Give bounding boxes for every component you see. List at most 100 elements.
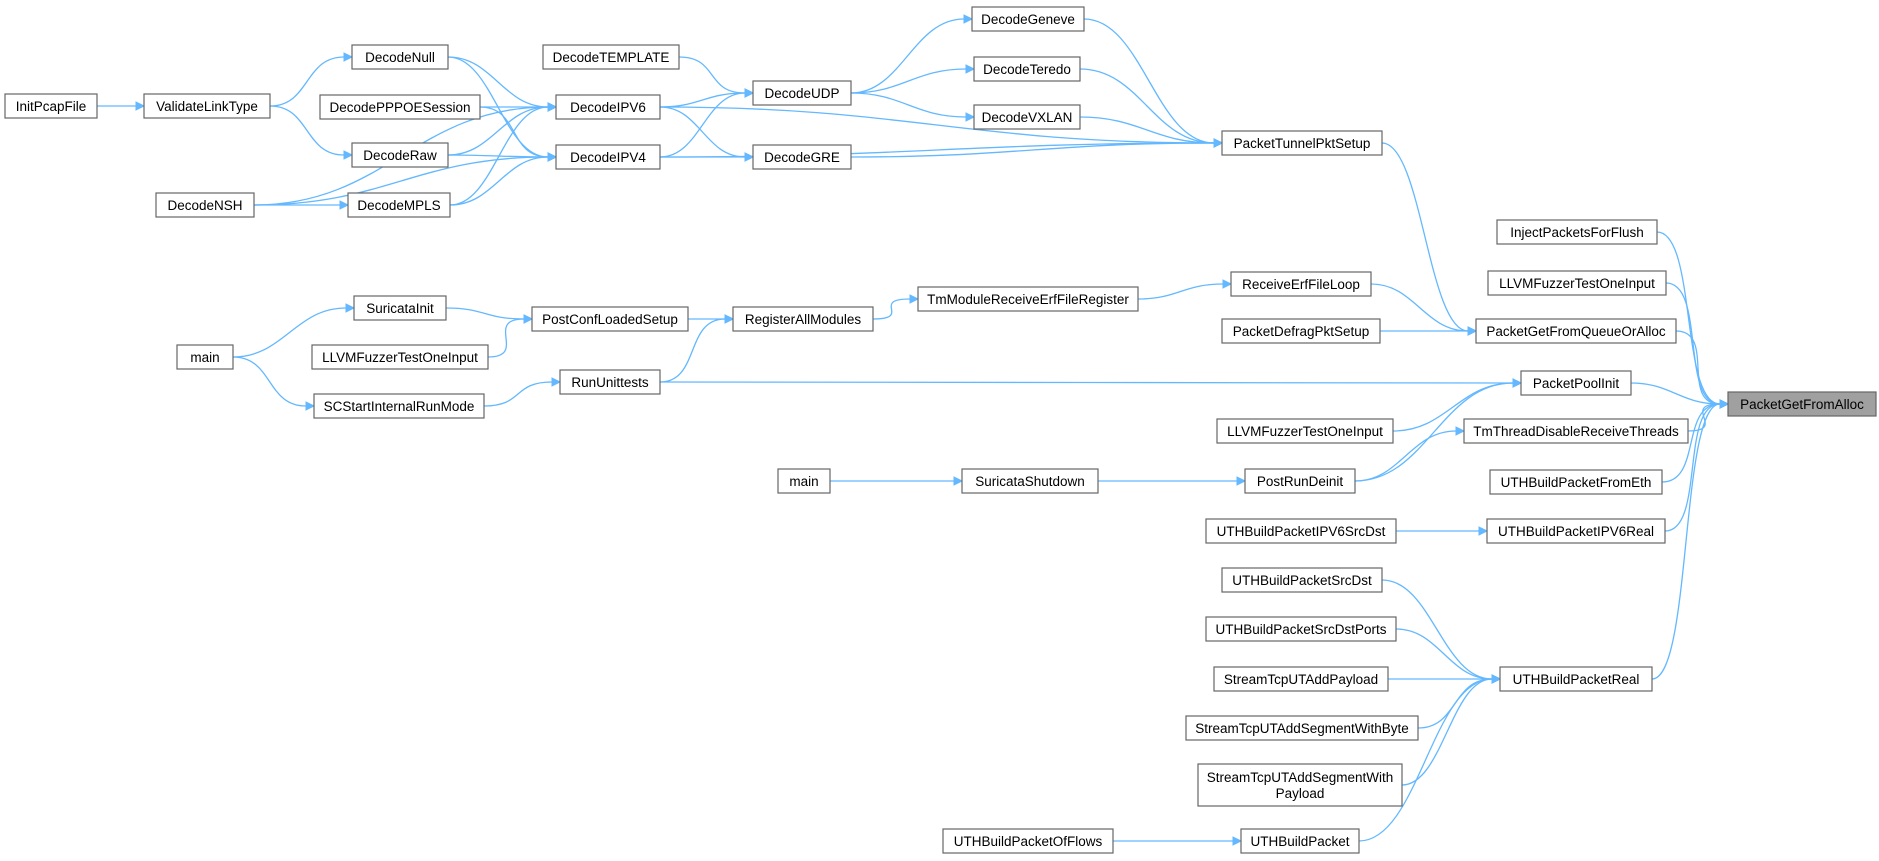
- edge-line: [1083, 18, 1215, 144]
- node-label: PacketTunnelPktSetup: [1234, 136, 1371, 151]
- node-llvmfuzzertestoneinput-b[interactable]: LLVMFuzzerTestOneInput: [311, 344, 489, 370]
- node-label: TmModuleReceiveErfFileRegister: [927, 292, 1129, 307]
- node-decodevxlan[interactable]: DecodeVXLAN: [973, 104, 1081, 130]
- arrowhead: [1236, 476, 1247, 486]
- node-decodempls[interactable]: DecodeMPLS: [347, 192, 451, 218]
- node-uthbuildpacketsrcdstports[interactable]: UTHBuildPacketSrcDstPorts: [1205, 616, 1397, 642]
- node-uthbuildpacketreal[interactable]: UTHBuildPacketReal: [1499, 666, 1653, 692]
- edge-line: [659, 318, 726, 383]
- edge-decodeudp-to-decodegeneve: [850, 14, 974, 94]
- node-label: StreamTcpUTAddPayload: [1224, 672, 1378, 687]
- node-suricatashutdown[interactable]: SuricataShutdown: [961, 468, 1099, 494]
- arrowhead: [305, 401, 316, 411]
- node-box: [973, 56, 1081, 82]
- node-label: DecodeNull: [365, 50, 435, 65]
- node-decodeteredo[interactable]: DecodeTeredo: [973, 56, 1081, 82]
- node-uthbuildpacketsrcdst[interactable]: UTHBuildPacketSrcDst: [1221, 567, 1383, 593]
- arrowhead: [1213, 138, 1224, 148]
- node-main-b[interactable]: main: [777, 468, 831, 494]
- edge-receiveerffileloop-to-packetgetfromqueueoralloc: [1370, 283, 1478, 336]
- node-decodetemplate[interactable]: DecodeTEMPLATE: [542, 44, 680, 70]
- node-decodeipv4[interactable]: DecodeIPV4: [555, 144, 661, 170]
- edge-packetdefragpktsetup-to-packetgetfromqueueoralloc: [1380, 326, 1478, 336]
- node-label: UTHBuildPacketIPV6Real: [1498, 524, 1654, 539]
- edge-line: [872, 298, 911, 320]
- node-packetdefragpktsetup[interactable]: PacketDefragPktSetup: [1221, 318, 1381, 344]
- edge-scstartinternalrunmode-to-rununittests: [483, 377, 562, 407]
- edge-decodetemplate-to-decodeudp: [678, 56, 755, 98]
- arrowhead: [1512, 378, 1523, 388]
- node-decodegre[interactable]: DecodeGRE: [752, 144, 852, 170]
- node-streamtcputaddpayload[interactable]: StreamTcpUTAddPayload: [1213, 666, 1389, 692]
- node-box: [973, 104, 1081, 130]
- arrowhead: [343, 150, 354, 160]
- node-box: [155, 192, 255, 218]
- edge-line: [1381, 142, 1469, 332]
- edge-line: [1079, 68, 1215, 144]
- node-packettunnelpktsetup[interactable]: PacketTunnelPktSetup: [1221, 130, 1383, 156]
- node-decodegeneve[interactable]: DecodeGeneve: [971, 6, 1085, 32]
- edge-suricatashutdown-to-postrundeinit: [1098, 476, 1247, 486]
- node-injectpacketsforflush[interactable]: InjectPacketsForFlush: [1496, 219, 1658, 245]
- edge-packettunnelpktsetup-to-packetgetfromqueueoralloc: [1381, 142, 1478, 336]
- node-label: UTHBuildPacketOfFlows: [954, 834, 1103, 849]
- node-uthbuildpacket[interactable]: UTHBuildPacket: [1240, 828, 1360, 854]
- node-box: [1486, 518, 1666, 544]
- node-postrundeinit[interactable]: PostRunDeinit: [1244, 468, 1356, 494]
- node-label: UTHBuildPacketReal: [1513, 672, 1640, 687]
- edge-decodeudp-to-decodevxlan: [850, 92, 976, 122]
- edge-initpcapfile-to-validatelinktype: [97, 101, 146, 111]
- arrowhead: [953, 476, 964, 486]
- node-postconfloadedsetup[interactable]: PostConfLoadedSetup: [531, 306, 689, 332]
- node-packetpoolinit[interactable]: PacketPoolInit: [1520, 370, 1632, 396]
- edge-decodempls-to-decodeipv4: [449, 152, 558, 206]
- node-streamtcputaddsegmentwithbyte[interactable]: StreamTcpUTAddSegmentWithByte: [1185, 715, 1419, 741]
- node-main-a[interactable]: main: [176, 344, 234, 370]
- node-uthbuildpacketipv6real[interactable]: UTHBuildPacketIPV6Real: [1486, 518, 1666, 544]
- node-llvmfuzzertestoneinput-c[interactable]: LLVMFuzzerTestOneInput: [1216, 418, 1394, 444]
- node-box: [752, 80, 852, 106]
- node-box: [555, 144, 661, 170]
- node-uthbuildpacketipv6srcdst[interactable]: UTHBuildPacketIPV6SrcDst: [1205, 518, 1397, 544]
- node-box: [143, 93, 271, 119]
- node-validatelinktype[interactable]: ValidateLinkType: [143, 93, 271, 119]
- node-box: [1205, 616, 1397, 642]
- node-tmmodulereceiveerffileregister[interactable]: TmModuleReceiveErfFileRegister: [917, 286, 1139, 312]
- node-rununittests[interactable]: RunUnittests: [559, 369, 661, 395]
- node-scstartinternalrunmode[interactable]: SCStartInternalRunMode: [313, 393, 485, 419]
- node-decodeudp[interactable]: DecodeUDP: [752, 80, 852, 106]
- node-box: [942, 828, 1114, 854]
- node-box: [1496, 219, 1658, 245]
- node-box: [1197, 763, 1403, 807]
- edge-rununittests-to-registerallmodules: [659, 314, 735, 383]
- node-uthbuildpacketofflows[interactable]: UTHBuildPacketOfFlows: [942, 828, 1114, 854]
- node-uthbuildpacketfrometh[interactable]: UTHBuildPacketFromEth: [1489, 469, 1663, 495]
- node-box: [732, 306, 874, 332]
- node-receiveerffileloop[interactable]: ReceiveErfFileLoop: [1230, 271, 1372, 297]
- node-decodeipv6[interactable]: DecodeIPV6: [555, 94, 661, 120]
- edge-line: [1079, 116, 1215, 144]
- node-llvmfuzzertestoneinput-a[interactable]: LLVMFuzzerTestOneInput: [1487, 270, 1667, 296]
- node-decodenull[interactable]: DecodeNull: [351, 44, 449, 70]
- node-label: RunUnittests: [571, 375, 649, 390]
- node-label: PacketDefragPktSetup: [1233, 324, 1370, 339]
- node-decoderaw[interactable]: DecodeRaw: [351, 142, 449, 168]
- arrowhead: [1222, 279, 1233, 289]
- node-label: DecodeGRE: [764, 150, 840, 165]
- node-decodepppoesession[interactable]: DecodePPPOESession: [319, 94, 481, 120]
- node-decodensh[interactable]: DecodeNSH: [155, 192, 255, 218]
- node-root[interactable]: PacketGetFromAlloc: [1727, 391, 1877, 417]
- edge-llvmfuzzertestoneinput-a-to-root: [1665, 282, 1730, 409]
- node-initpcapfile[interactable]: InitPcapFile: [4, 93, 98, 119]
- node-label: LLVMFuzzerTestOneInput: [322, 350, 478, 365]
- node-tmthreaddisablereceivethreads[interactable]: TmThreadDisableReceiveThreads: [1463, 418, 1689, 444]
- edge-line: [850, 142, 1215, 158]
- node-packetgetfromqueueoralloc[interactable]: PacketGetFromQueueOrAlloc: [1475, 318, 1677, 344]
- node-registerallmodules[interactable]: RegisterAllModules: [732, 306, 874, 332]
- node-suricatainit[interactable]: SuricataInit: [353, 295, 447, 321]
- edge-line: [1656, 231, 1721, 405]
- arrowhead: [909, 294, 920, 304]
- node-box: [752, 144, 852, 170]
